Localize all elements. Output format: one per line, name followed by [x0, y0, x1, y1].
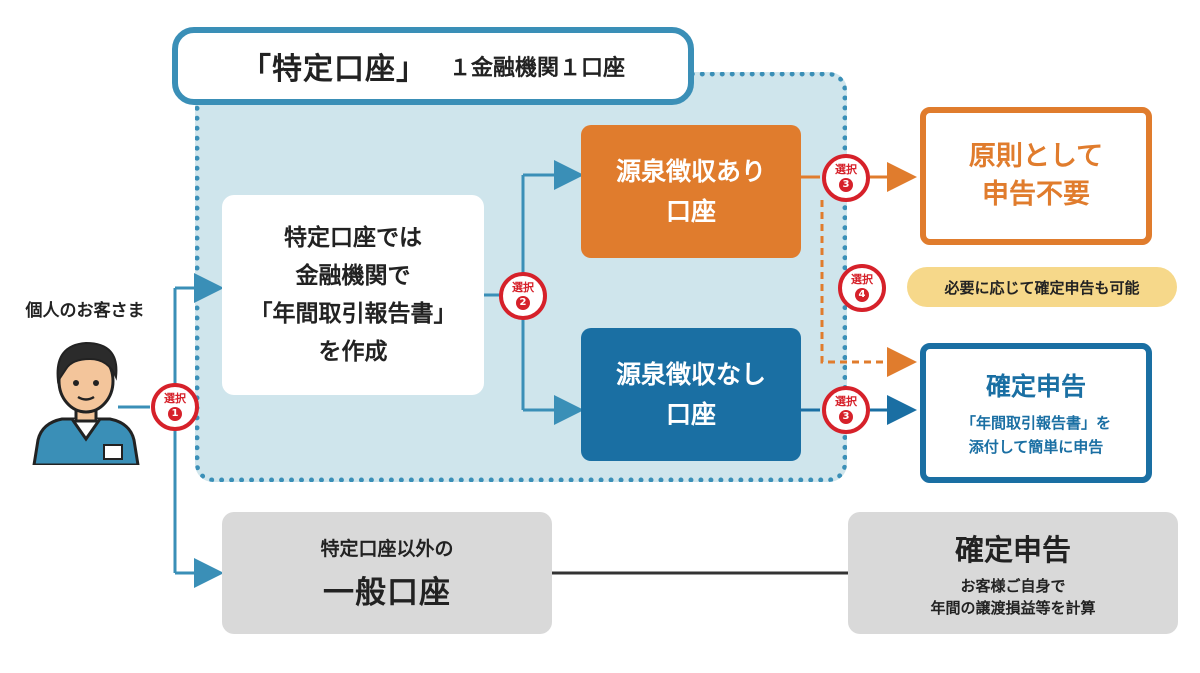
choice-badge-label: 選択	[835, 395, 857, 408]
withholding-yes-card: 源泉徴収あり 口座	[581, 125, 801, 258]
withholding-yes-line-2: 口座	[665, 196, 716, 226]
withholding-yes-line-1: 源泉徴収あり	[615, 156, 766, 186]
filing-result-title: 確定申告	[985, 372, 1086, 401]
choice-badge-label: 選択	[835, 163, 857, 176]
withholding-no-line-1: 源泉徴収なし	[615, 359, 766, 389]
no-filing-line-2: 申告不要	[982, 179, 1090, 210]
choice-badge-label: 選択	[512, 281, 534, 294]
person-icon	[32, 341, 140, 465]
filing-result-line-1: 「年間取引報告書」を	[960, 414, 1111, 432]
no-filing-result-card: 原則として 申告不要	[920, 107, 1152, 245]
general-filing-line-2: 年間の譲渡損益等を計算	[930, 599, 1096, 617]
general-filing-title: 確定申告	[954, 533, 1071, 567]
choice-badge-number: 1	[168, 407, 182, 421]
choice-badge-3-blue: 選択 3	[822, 386, 870, 434]
info-line-2: 金融機関で	[295, 263, 411, 289]
choice-badge-label: 選択	[851, 273, 873, 286]
choice-badge-number: 2	[516, 296, 530, 310]
general-filing-line-1: お客様ご自身で	[960, 577, 1066, 595]
title-sub: １金融機関１口座	[448, 56, 625, 81]
general-account-main: 一般口座	[323, 575, 451, 611]
general-account-sub: 特定口座以外の	[320, 538, 454, 560]
choice-badge-4: 選択 4	[838, 264, 886, 312]
filing-result-card: 確定申告 「年間取引報告書」を 添付して簡単に申告	[920, 343, 1152, 483]
info-line-1: 特定口座では	[284, 225, 422, 251]
specific-account-info-card: 特定口座では 金融機関で 「年間取引報告書」 を作成	[222, 195, 484, 395]
no-filing-line-1: 原則として	[968, 141, 1104, 172]
general-account-card: 特定口座以外の 一般口座	[222, 512, 552, 634]
choice-badge-label: 選択	[164, 392, 186, 405]
choice-badge-number: 4	[855, 288, 869, 302]
optional-filing-callout: 必要に応じて確定申告も可能	[907, 267, 1177, 307]
customer-label: 個人のお客さま	[25, 301, 145, 321]
title-box: 「特定口座」 １金融機関１口座	[172, 27, 694, 105]
choice-badge-1: 選択 1	[151, 383, 199, 431]
choice-badge-number: 3	[839, 178, 853, 192]
filing-result-line-2: 添付して簡単に申告	[968, 438, 1104, 456]
choice-badge-3-orange: 選択 3	[822, 154, 870, 202]
withholding-no-card: 源泉徴収なし 口座	[581, 328, 801, 461]
choice-badge-2: 選択 2	[499, 272, 547, 320]
info-line-3: 「年間取引報告書」	[249, 301, 457, 327]
general-filing-card: 確定申告 お客様ご自身で 年間の譲渡損益等を計算	[848, 512, 1178, 634]
info-line-4: を作成	[318, 339, 388, 365]
title-main: 「特定口座」	[240, 52, 427, 87]
choice-badge-number: 3	[839, 410, 853, 424]
withholding-no-line-2: 口座	[665, 399, 716, 429]
dashed-arrow-optional-filing	[820, 200, 917, 377]
